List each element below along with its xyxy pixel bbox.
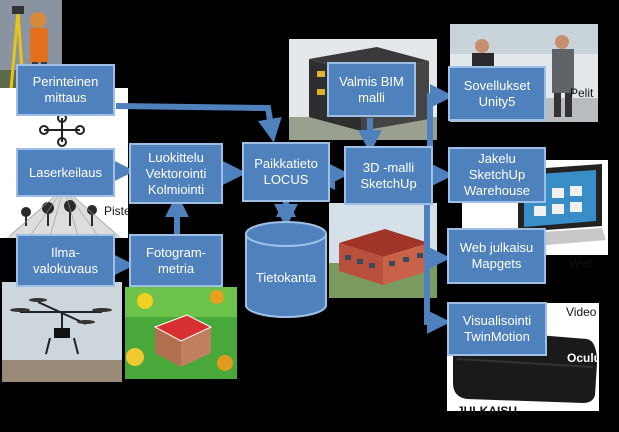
oculus-label: Oculus <box>567 351 599 365</box>
node-ilmavalokuvaus: Ilma- valokuvaus <box>16 234 115 287</box>
video-label: Video <box>566 305 597 319</box>
node-web-julkaisu: Web julkaisu Mapgets <box>447 228 546 284</box>
tietokanta-label: Tietokanta <box>255 270 317 285</box>
node-perinteinen-mittaus: Perinteinen mittaus <box>16 64 115 116</box>
node-valmis-bim: Valmis BIM malli <box>327 62 416 117</box>
node-laserkeilaus: Laserkeilaus <box>16 148 115 197</box>
node-3d-malli: 3D -malli SketchUp <box>344 146 433 205</box>
photogrammetry-render <box>125 287 237 379</box>
node-visualisointi: Visualisointi TwinMotion <box>447 302 547 356</box>
node-luokittelu: Luokittelu Vektorointi Kolmiointi <box>129 143 223 204</box>
tietokanta-database: Tietokanta <box>244 220 328 319</box>
node-paikkatieto: Paikkatieto LOCUS <box>242 142 330 202</box>
node-jakelu: Jakelu SketchUp Warehouse <box>448 147 546 203</box>
pelit-label: Pelit <box>570 86 594 100</box>
web-label: Web <box>569 256 594 270</box>
drone-photo <box>2 282 122 382</box>
node-sovellukset: Sovellukset Unity5 <box>448 66 546 121</box>
sketchup-building-render <box>329 203 437 298</box>
julkaisu-label: JULKAISU <box>457 404 518 418</box>
piste-label: Piste <box>104 204 131 218</box>
node-fotogrammetria: Fotogram- metria <box>129 234 223 287</box>
